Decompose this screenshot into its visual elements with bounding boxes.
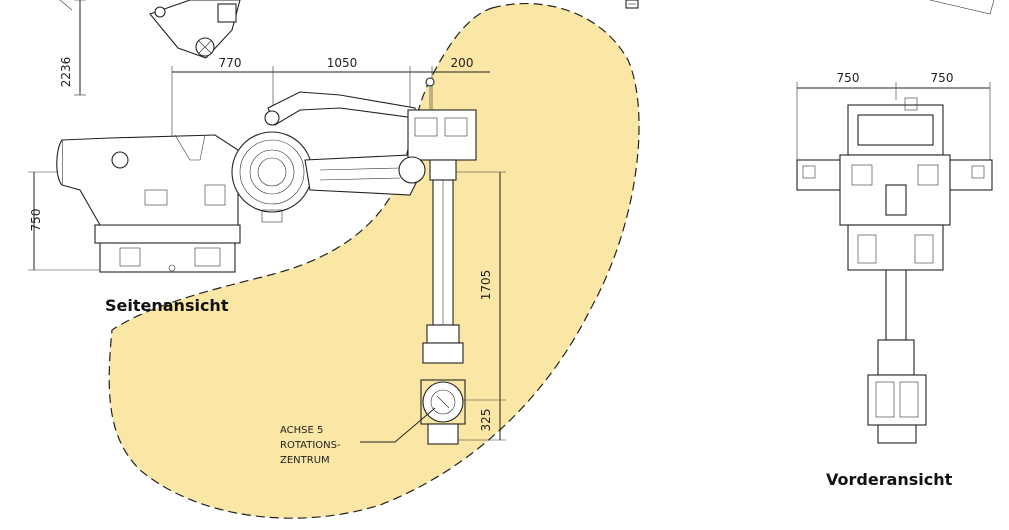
dim-750-side: 750 — [29, 209, 43, 232]
dim-325: 325 — [479, 409, 493, 432]
side-view-robot — [56, 77, 477, 445]
dim-1050: 1050 — [327, 56, 358, 70]
axis5-label-line3: ZENTRUM — [280, 455, 330, 466]
dim-1705: 1705 — [479, 270, 493, 301]
upper-tool-fragment — [59, 0, 241, 59]
top-right-fragment — [929, 0, 995, 15]
front-dim-right: 750 — [931, 71, 954, 85]
axis5-leader-line — [360, 407, 436, 443]
front-dim-left: 750 — [837, 71, 860, 85]
front-view-robot — [796, 97, 993, 444]
axis5-label-line2: ROTATIONS- — [280, 440, 341, 451]
workspace-envelope — [108, 2, 640, 519]
top-center-fragment — [625, 0, 639, 9]
side-view-title: Seitenansicht — [105, 296, 229, 315]
dim-200: 200 — [451, 56, 474, 70]
dim-2236: 2236 — [59, 57, 73, 88]
dim-770: 770 — [219, 56, 242, 70]
front-view-title: Vorderansicht — [826, 470, 953, 489]
axis5-label-line1: ACHSE 5 — [280, 425, 323, 436]
